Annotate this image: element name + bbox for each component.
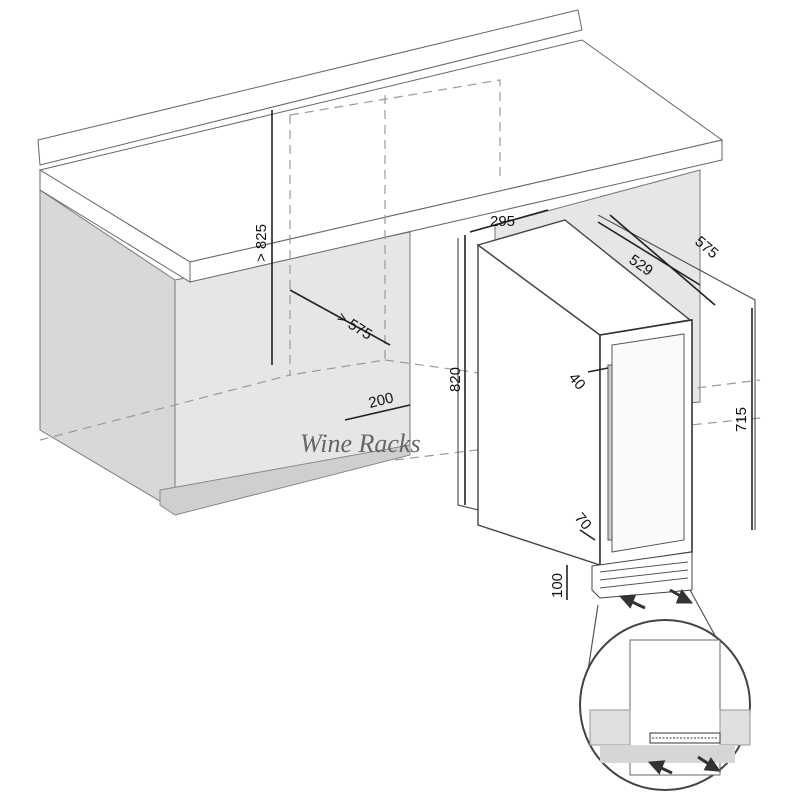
door-glass — [611, 333, 685, 553]
door-handle — [607, 364, 613, 541]
plinth-grille — [599, 561, 689, 589]
niche-outline — [597, 214, 756, 530]
dim-plinth-height: 100 — [549, 573, 566, 598]
watermark: Wine Racks — [300, 429, 421, 458]
airflow-arrow-icons — [618, 588, 694, 610]
dim-niche-height: > 825 — [253, 224, 270, 262]
dimension-lines — [271, 110, 753, 600]
backsplash — [37, 9, 583, 166]
hidden-edge — [289, 79, 501, 180]
dim-vent-gap: 200 — [367, 389, 395, 412]
left-cabinet-plinth — [159, 444, 411, 516]
dim-appliance-width: 295 — [490, 213, 515, 230]
dim-door-height: 715 — [733, 407, 750, 432]
countertop-side-edge — [39, 169, 191, 283]
dim-appliance-height: 820 — [447, 367, 464, 392]
detail-inset-content — [589, 639, 751, 776]
